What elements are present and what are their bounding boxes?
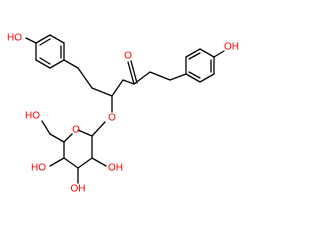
sugar-oh-c4-label: HO bbox=[31, 163, 46, 174]
hydroxyl-label-left: HO bbox=[7, 33, 22, 44]
sugar-oh-c3-label: OH bbox=[71, 184, 86, 195]
ketone-oxygen-label: O bbox=[124, 51, 132, 62]
molecule-diagram: HO OH O O O HO OH OH HO bbox=[7, 33, 239, 195]
ether-oxygen-label: O bbox=[108, 113, 116, 124]
hydroxyl-label-right: OH bbox=[224, 42, 239, 53]
ring-oxygen-label: O bbox=[72, 125, 80, 136]
sugar-oh-c2-label: OH bbox=[108, 163, 123, 174]
atom-labels: HO OH O O O HO OH OH HO bbox=[7, 33, 239, 195]
bond-lines bbox=[25, 34, 225, 184]
sugar-ch2oh-label: HO bbox=[25, 111, 40, 122]
